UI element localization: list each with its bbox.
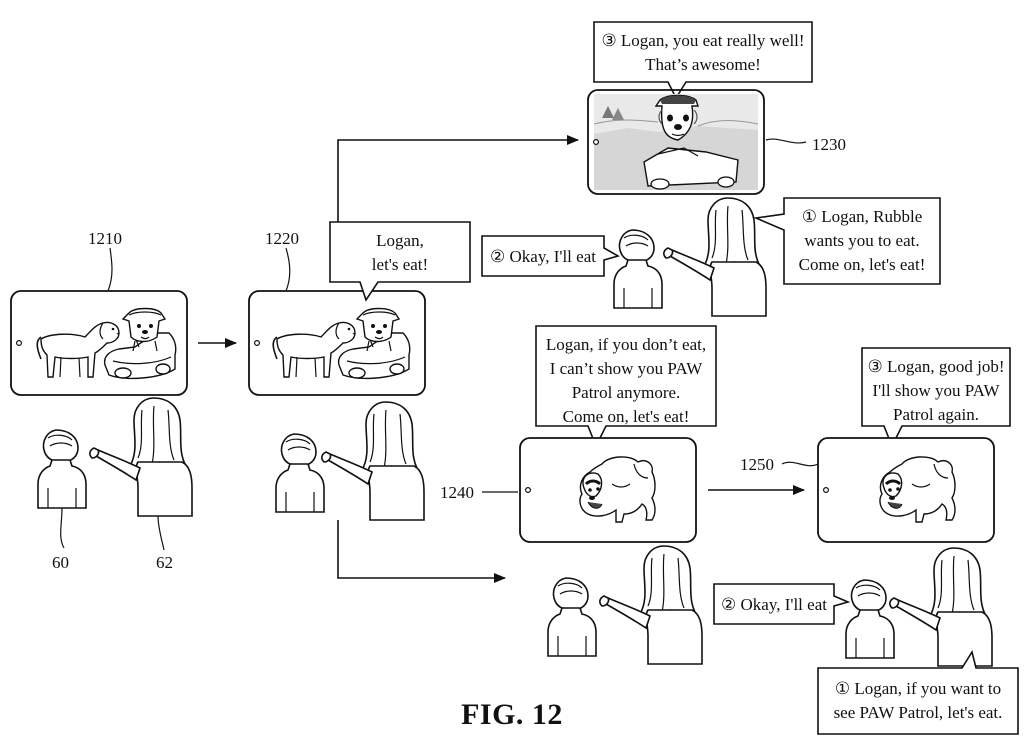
bubble-1240-line-1: Logan, if you don’t eat, bbox=[546, 335, 706, 354]
device-1220 bbox=[249, 291, 425, 395]
bubble-1240-line-3: Patrol anymore. bbox=[572, 383, 681, 402]
leader-62 bbox=[158, 516, 164, 550]
bubble-1230-line-2: That’s awesome! bbox=[645, 55, 761, 74]
ref-label-1210: 1210 bbox=[88, 229, 122, 248]
leader-1220 bbox=[286, 248, 290, 291]
arrow-1220-to-1230 bbox=[338, 140, 578, 232]
speech-bubble-1250: ③ Logan, good job! I'll show you PAW Pat… bbox=[862, 348, 1010, 446]
leader-1230 bbox=[766, 139, 806, 143]
people-1220 bbox=[276, 402, 424, 520]
child-icon bbox=[548, 578, 596, 656]
people-lower-middle bbox=[548, 546, 702, 664]
mother-icon bbox=[600, 546, 702, 664]
leader-1210 bbox=[108, 248, 112, 291]
bubble-mom-upper-line-2: wants you to eat. bbox=[804, 231, 919, 250]
ref-label-1240: 1240 bbox=[440, 483, 474, 502]
mother-icon bbox=[890, 548, 992, 666]
ref-label-1220: 1220 bbox=[265, 229, 299, 248]
bubble-1250-line-3: Patrol again. bbox=[893, 405, 979, 424]
bubble-child-upper-text: ② Okay, I'll eat bbox=[490, 247, 596, 266]
leader-1250 bbox=[782, 462, 818, 465]
bubble-mom-lower-line-1: ① Logan, if you want to bbox=[835, 679, 1001, 698]
bubble-1230-line-1: ③ Logan, you eat really well! bbox=[601, 31, 804, 50]
speech-bubble-1220: Logan, let's eat! bbox=[330, 222, 470, 300]
speech-bubble-1230: ③ Logan, you eat really well! That’s awe… bbox=[594, 22, 812, 98]
device-1210 bbox=[11, 291, 187, 395]
figure-caption: FIG. 12 bbox=[0, 698, 1024, 732]
bubble-mom-upper-line-3: Come on, let's eat! bbox=[799, 255, 926, 274]
arrow-1220-to-lower bbox=[338, 520, 505, 578]
bubble-child-lower-text: ② Okay, I'll eat bbox=[721, 595, 827, 614]
ref-label-60: 60 bbox=[52, 553, 69, 572]
speech-bubble-1240: Logan, if you don’t eat, I can’t show yo… bbox=[536, 326, 716, 446]
bubble-1250-line-2: I'll show you PAW bbox=[872, 381, 1000, 400]
leader-60 bbox=[61, 508, 64, 548]
device-1240 bbox=[520, 438, 696, 542]
ref-label-62: 62 bbox=[156, 553, 173, 572]
mother-icon bbox=[90, 398, 192, 516]
child-icon bbox=[614, 230, 662, 308]
child-icon bbox=[276, 434, 324, 512]
child-icon bbox=[38, 430, 86, 508]
people-lower-right bbox=[846, 548, 992, 666]
speech-bubble-child-upper: ② Okay, I'll eat bbox=[482, 236, 618, 276]
child-icon bbox=[846, 580, 894, 658]
people-upper-right bbox=[614, 198, 766, 316]
device-1250 bbox=[818, 438, 994, 542]
speech-bubble-mom-upper: ① Logan, Rubble wants you to eat. Come o… bbox=[756, 198, 940, 284]
bubble-1220-line-2: let's eat! bbox=[372, 255, 428, 274]
mother-icon bbox=[322, 402, 424, 520]
mother-icon bbox=[664, 198, 766, 316]
bubble-1250-line-1: ③ Logan, good job! bbox=[867, 357, 1004, 376]
ref-label-1230: 1230 bbox=[812, 135, 846, 154]
bubble-mom-upper-line-1: ① Logan, Rubble bbox=[802, 207, 923, 226]
speech-bubble-child-lower: ② Okay, I'll eat bbox=[714, 584, 848, 624]
bulldog-in-car-scene bbox=[594, 94, 758, 190]
bubble-1240-line-2: I can’t show you PAW bbox=[550, 359, 704, 378]
people-1210 bbox=[38, 398, 192, 516]
device-1230 bbox=[588, 90, 764, 194]
ref-label-1250: 1250 bbox=[740, 455, 774, 474]
bubble-1220-line-1: Logan, bbox=[376, 231, 424, 250]
bubble-1240-line-4: Come on, let's eat! bbox=[563, 407, 690, 426]
